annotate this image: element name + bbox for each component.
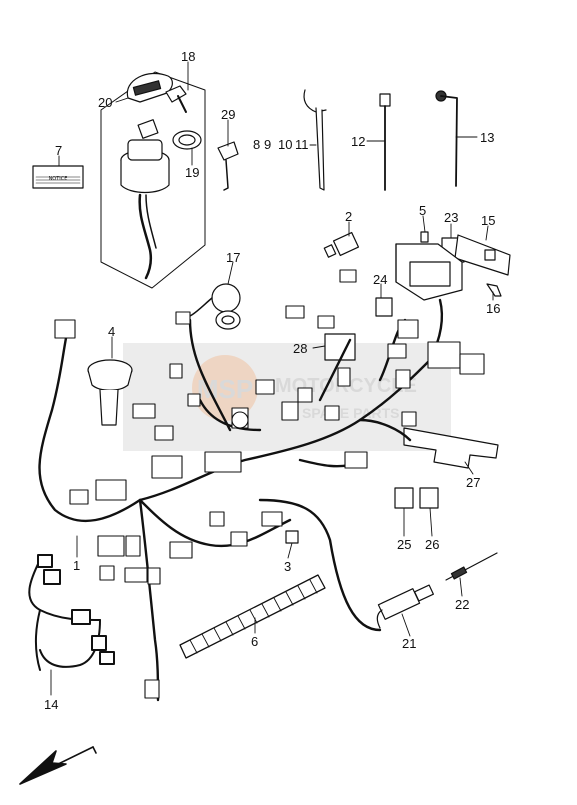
callout-14: 14 <box>44 697 58 712</box>
watermark-badge-circle <box>192 355 258 421</box>
callout-16: 16 <box>486 301 500 316</box>
callout-15: 15 <box>481 213 495 228</box>
callout-25: 25 <box>397 537 411 552</box>
callout-27: 27 <box>466 475 480 490</box>
callout-22: 22 <box>455 597 469 612</box>
callout-28: 28 <box>293 341 307 356</box>
terminal-5-part <box>420 231 429 243</box>
callout-12: 12 <box>351 134 365 149</box>
callout-24: 24 <box>373 272 387 287</box>
connector-28-part <box>324 333 356 361</box>
cable-tie-13-part <box>435 90 458 187</box>
callout-10: 10 <box>278 137 292 152</box>
notice-label-part <box>32 165 84 189</box>
connector-24-part <box>375 297 393 317</box>
callout-5: 5 <box>419 203 426 218</box>
callout-13: 13 <box>480 130 494 145</box>
socket-17-part <box>179 283 241 330</box>
callout-7: 7 <box>55 143 62 158</box>
leader-lines <box>50 61 494 696</box>
callout-11: 11 <box>295 137 309 152</box>
watermark-subtitle: SPARE PARTS <box>302 405 400 421</box>
bracket-27-part <box>403 427 499 469</box>
watermark-badge: MSP <box>197 374 253 404</box>
watermark-band <box>123 343 451 451</box>
callout-23: 23 <box>444 210 458 225</box>
callout-2: 2 <box>345 209 352 224</box>
notice-label-text: NOTICE <box>49 176 68 182</box>
cable-tie-11-part <box>303 89 327 191</box>
ignition-key-part <box>126 72 187 113</box>
spare-key-part <box>217 141 239 191</box>
cap-4-part <box>87 359 133 426</box>
callout-26: 26 <box>425 537 439 552</box>
callout-21: 21 <box>402 636 416 651</box>
sub-harness-14-part <box>28 554 115 671</box>
ignition-switch-part <box>120 119 170 280</box>
connector-26-part <box>419 487 439 509</box>
connector-3-part <box>285 530 299 544</box>
probe-22-part <box>445 552 498 581</box>
connector-2-part <box>323 231 360 258</box>
corrugated-tube-part <box>179 574 326 659</box>
callout-17: 17 <box>226 250 240 265</box>
callout-4: 4 <box>108 324 115 339</box>
connector-25-part <box>394 487 414 509</box>
fuse-box-part <box>395 243 463 301</box>
callout-8: 8 <box>253 137 260 152</box>
callout-3: 3 <box>284 559 291 574</box>
ignition-switch-group-box <box>100 71 206 289</box>
bracket-15-part <box>454 234 511 276</box>
callout-20: 20 <box>98 95 112 110</box>
callout-18: 18 <box>181 49 195 64</box>
cable-tie-12-part <box>379 93 391 191</box>
callout-1: 1 <box>73 558 80 573</box>
callout-19: 19 <box>185 165 199 180</box>
sensor-21-part <box>376 584 434 629</box>
clip-16-part <box>486 283 502 297</box>
callouts: 18 20 29 19 7 8 9 10 11 12 13 2 5 23 15 … <box>44 49 500 712</box>
callout-29: 29 <box>221 107 235 122</box>
direction-arrow <box>19 746 97 785</box>
callout-9: 9 <box>264 137 271 152</box>
ignition-ring-part <box>172 130 202 150</box>
callout-6: 6 <box>251 634 258 649</box>
harness-connectors <box>54 269 485 699</box>
